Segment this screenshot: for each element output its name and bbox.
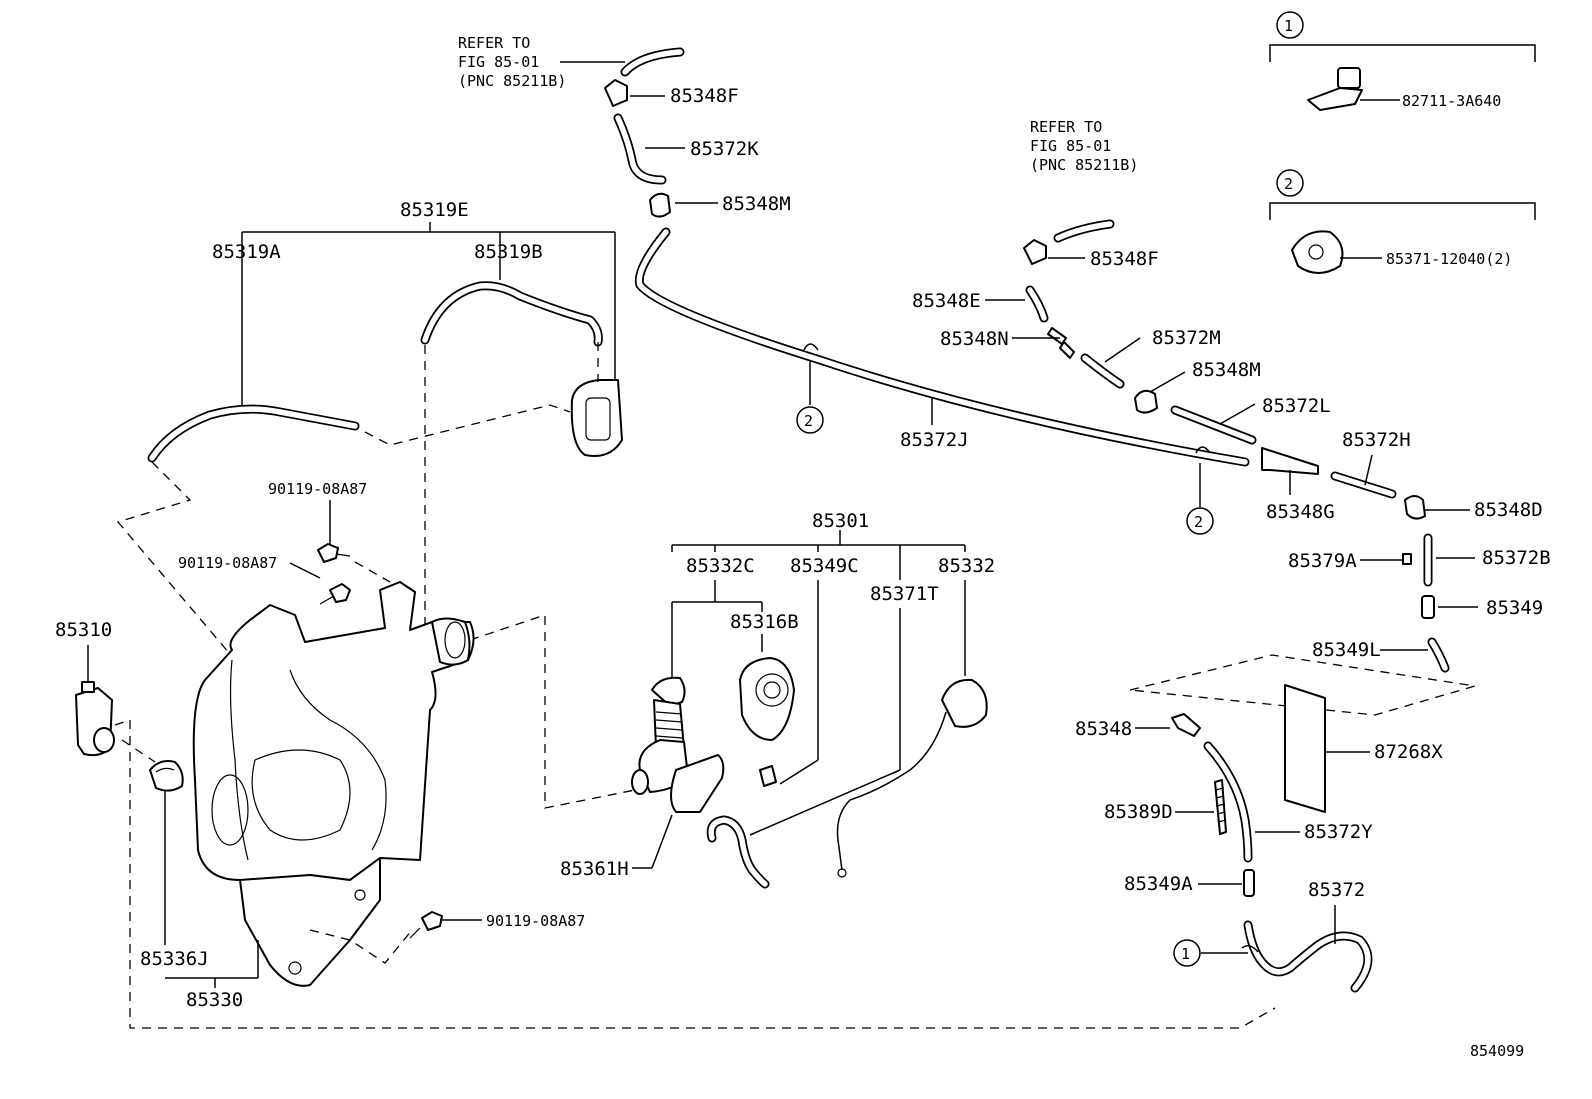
cap-85332 (941, 678, 988, 728)
callout-85349C: 85349C (790, 555, 859, 577)
refer-note-line1: REFER TO (1030, 118, 1102, 136)
callout-85319B: 85319B (474, 241, 543, 263)
mark-1-circle (1173, 939, 1201, 967)
bolt-icon (421, 911, 443, 931)
callout-85348G: 85348G (1266, 501, 1335, 523)
clamp-85371-icon (1291, 230, 1344, 274)
callout-85336J: 85336J (140, 948, 209, 970)
callout-85348: 85348 (1075, 718, 1132, 740)
inset-2-number: 2 (1284, 175, 1293, 193)
callout-87268X: 87268X (1374, 741, 1443, 763)
callout-85379A: 85379A (1288, 550, 1357, 572)
y-joint-85348G (1261, 447, 1319, 475)
mark-2-label: 2 (804, 412, 813, 430)
clip-82711-icon (1307, 87, 1363, 111)
callout-85348F-top: 85348F (670, 85, 739, 107)
figure-id: 854099 (1470, 1042, 1524, 1060)
callout-90119-b: 90119-08A87 (178, 554, 277, 572)
mark-1-label: 1 (1181, 945, 1190, 963)
bolt-icon (329, 583, 351, 603)
callout-85389D: 85389D (1104, 801, 1173, 823)
bolt-icon (317, 543, 339, 563)
callout-85301: 85301 (812, 510, 869, 532)
callout-85361H: 85361H (560, 858, 629, 880)
inset-2: 2 85371-12040(2) (1269, 169, 1536, 274)
callout-85319A: 85319A (212, 241, 281, 263)
callout-90119-a: 90119-08A87 (268, 480, 367, 498)
inset-1: 1 82711-3A640 (1269, 11, 1536, 111)
callout-85348N: 85348N (940, 328, 1009, 350)
callout-90119-c: 90119-08A87 (486, 912, 585, 930)
callout-85372H: 85372H (1342, 429, 1411, 451)
callout-85372L: 85372L (1262, 395, 1331, 417)
refer-note-line3: (PNC 85211B) (458, 72, 566, 90)
callout-85349: 85349 (1486, 597, 1543, 619)
sheet-87268X (1284, 684, 1326, 813)
callout-85348M-right: 85348M (1192, 359, 1261, 381)
callout-85332: 85332 (938, 555, 995, 577)
refer-note-line2: FIG 85-01 (1030, 137, 1111, 155)
callout-85348D: 85348D (1474, 499, 1543, 521)
callout-85348E: 85348E (912, 290, 981, 312)
inset-1-number: 1 (1284, 17, 1293, 35)
fitting-85348 (1171, 713, 1201, 737)
refer-note-line2: FIG 85-01 (458, 53, 539, 71)
inset-2-part: 85371-12040(2) (1386, 250, 1512, 268)
filler-neck-85332C (651, 676, 686, 707)
filler-cap-85316B (739, 657, 795, 741)
bracket-85361H (670, 754, 725, 813)
callout-85319E: 85319E (400, 199, 469, 221)
refer-note-line3: (PNC 85211B) (1030, 156, 1138, 174)
callout-85316B: 85316B (730, 611, 799, 633)
check-valve-85348F (604, 79, 628, 107)
refer-note-line1: REFER TO (458, 34, 530, 52)
callout-85372Y: 85372Y (1304, 821, 1373, 843)
check-valve-85348M (649, 192, 671, 218)
mark-2-circle (796, 406, 824, 434)
callout-85348M-top: 85348M (722, 193, 791, 215)
callout-85332C: 85332C (686, 555, 755, 577)
callout-85310: 85310 (55, 619, 112, 641)
tank-lower-bracket (239, 857, 381, 987)
inset-1-part: 82711-3A640 (1402, 92, 1501, 110)
callout-85372J: 85372J (900, 429, 969, 451)
mark-2-circle (1186, 507, 1214, 535)
callout-85372K: 85372K (690, 138, 759, 160)
mark-2-label: 2 (1194, 513, 1203, 531)
grommet-85336J (149, 760, 184, 792)
refer-note-right: REFER TO FIG 85-01 (PNC 85211B) (1030, 118, 1138, 174)
callout-85371T: 85371T (870, 583, 939, 605)
fitting-85349C (759, 765, 777, 787)
joint-85349A (1243, 869, 1255, 897)
refer-note-left: REFER TO FIG 85-01 (PNC 85211B) (458, 34, 566, 90)
callout-85330: 85330 (186, 989, 243, 1011)
callout-85372M: 85372M (1152, 327, 1221, 349)
filler-neck-grommet (570, 379, 623, 457)
spring-85389D (1214, 779, 1227, 835)
callout-85372: 85372 (1308, 879, 1365, 901)
callout-85349A: 85349A (1124, 873, 1193, 895)
hose-85319A (147, 404, 360, 463)
washer-tank (192, 581, 475, 891)
callout-85372B: 85372B (1482, 547, 1551, 569)
callout-85349L: 85349L (1312, 639, 1381, 661)
callout-85348F-right: 85348F (1090, 248, 1159, 270)
